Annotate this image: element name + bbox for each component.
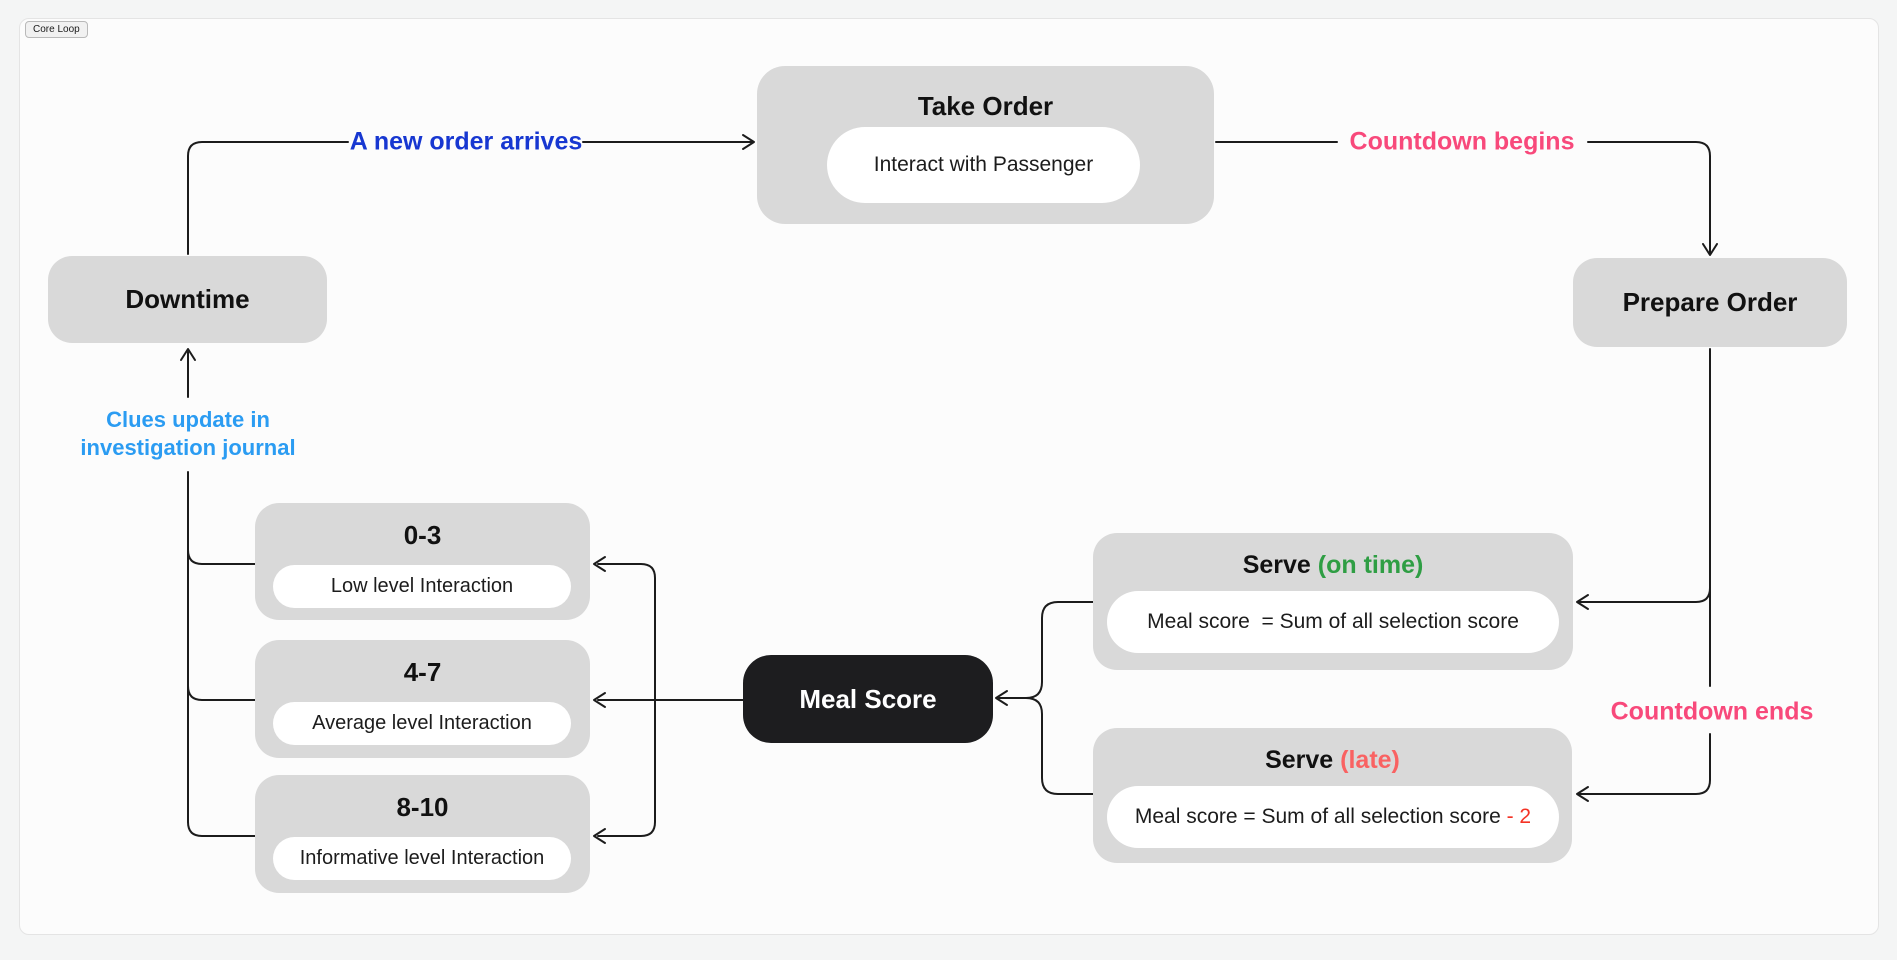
arrowhead-into-serve-ontime	[1576, 594, 1589, 610]
arrowhead-into-prepare	[1702, 243, 1718, 256]
connector-branch-serve-ontime	[1578, 587, 1711, 603]
connector-score3-collector	[187, 821, 256, 837]
serve-late-word: Serve	[1265, 746, 1341, 774]
section-tab-core-loop[interactable]: Core Loop	[25, 21, 88, 38]
node-score-0-3[interactable]: 0-3 Low level Interaction	[255, 503, 590, 620]
arrowhead-into-score2	[593, 692, 606, 708]
arrowhead-into-score3	[593, 828, 606, 844]
node-score-4-7-pill[interactable]: Average level Interaction	[273, 702, 571, 745]
node-meal-score[interactable]: Meal Score	[743, 655, 993, 743]
node-serve-late[interactable]: Serve (late) Meal score = Sum of all sel…	[1093, 728, 1572, 863]
node-serve-on-time[interactable]: Serve (on time) Meal score = Sum of all …	[1093, 533, 1573, 670]
node-score-8-10[interactable]: 8-10 Informative level Interaction	[255, 775, 590, 893]
node-prepare-order-title: Prepare Order	[1622, 287, 1798, 317]
edge-label-clues-line1: Clues update in	[106, 407, 270, 432]
arrowhead-into-score1	[593, 556, 606, 572]
section-tab-label: Core Loop	[33, 24, 80, 35]
node-downtime-title: Downtime	[125, 284, 250, 314]
serve-late-penalty: - 2	[1506, 805, 1532, 828]
edge-label-clues-update[interactable]: Clues update in investigation journal	[73, 406, 303, 462]
edge-label-countdown-ends[interactable]: Countdown ends	[1610, 697, 1814, 726]
connector-score2-collector	[187, 685, 256, 701]
node-score-0-3-pill[interactable]: Low level Interaction	[273, 565, 571, 608]
connector-serve-ontime-to-mealscore	[998, 601, 1094, 699]
serve-on-time-status: (on time)	[1317, 551, 1424, 579]
node-serve-late-title: Serve (late)	[1093, 742, 1572, 778]
edge-label-clues-line2: investigation journal	[80, 435, 296, 460]
arrowhead-into-mealscore	[995, 690, 1008, 706]
connector-takeorder-to-prepare2	[1587, 141, 1711, 254]
edge-label-new-order[interactable]: A new order arrives	[349, 127, 583, 156]
node-score-0-3-title: 0-3	[403, 520, 442, 550]
edge-label-countdown-begins[interactable]: Countdown begins	[1349, 127, 1575, 156]
node-score-4-7-title: 4-7	[403, 657, 442, 687]
node-meal-score-title: Meal Score	[799, 684, 937, 714]
connector-serve-late-to-mealscore	[1025, 697, 1094, 795]
arrowhead-into-serve-late	[1576, 786, 1589, 802]
node-downtime[interactable]: Downtime	[48, 256, 327, 343]
node-serve-late-pill[interactable]: Meal score = Sum of all selection score …	[1107, 786, 1559, 848]
arrowhead-into-downtime	[180, 348, 196, 361]
node-prepare-order[interactable]: Prepare Order	[1573, 258, 1847, 347]
node-take-order-title: Take Order	[917, 91, 1054, 121]
connector-branch-serve-late	[1578, 733, 1711, 795]
serve-on-time-formula: Meal score = Sum of all selection score	[1147, 610, 1519, 633]
serve-late-status: (late)	[1340, 746, 1400, 774]
node-take-order[interactable]: Take Order Interact with Passenger	[757, 66, 1214, 224]
node-take-order-pill[interactable]: Interact with Passenger	[827, 127, 1140, 203]
node-serve-on-time-title: Serve (on time)	[1093, 547, 1573, 583]
arrowhead-into-takeorder	[742, 134, 755, 150]
node-score-4-7[interactable]: 4-7 Average level Interaction	[255, 640, 590, 758]
serve-on-time-word: Serve	[1242, 551, 1318, 579]
node-score-8-10-pill[interactable]: Informative level Interaction	[273, 837, 571, 880]
connector-downtime-to-takeorder	[187, 141, 349, 255]
node-serve-on-time-pill[interactable]: Meal score = Sum of all selection score	[1107, 591, 1559, 653]
serve-late-formula: Meal score = Sum of all selection score	[1134, 805, 1507, 828]
node-score-8-10-title: 8-10	[396, 792, 449, 822]
connector-score1-collector	[187, 549, 256, 565]
